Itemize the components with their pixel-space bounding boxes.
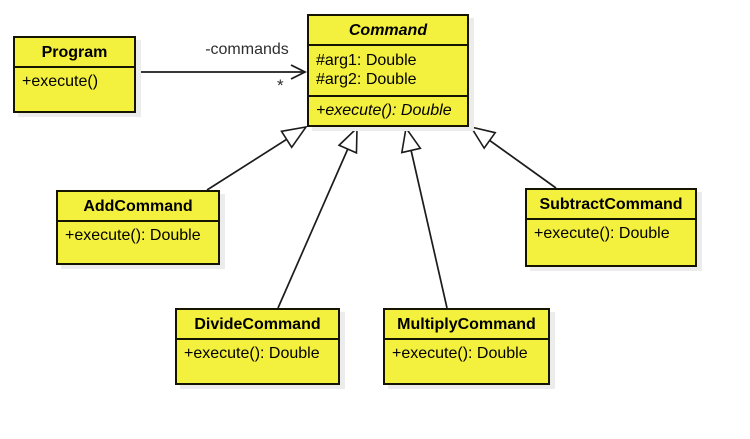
class-methods-section: +execute(): Double	[58, 222, 218, 263]
class-command[interactable]: Command #arg1: Double #arg2: Double +exe…	[307, 14, 469, 127]
association-multiplicity-label: *	[277, 76, 284, 95]
method-label: +execute(): Double	[316, 102, 452, 119]
class-attributes-section: #arg1: Double #arg2: Double	[309, 46, 467, 97]
class-title: AddCommand	[58, 192, 218, 222]
method-label: +execute(): Double	[534, 225, 670, 242]
class-title: DivideCommand	[177, 310, 338, 340]
inheritance-line-dividecommand	[277, 126, 358, 309]
class-methods-section: +execute(): Double	[309, 97, 467, 125]
class-program[interactable]: Program +execute()	[13, 36, 136, 113]
inheritance-line-subtractcommand	[469, 125, 557, 189]
class-methods-section: +execute()	[15, 68, 134, 111]
class-methods-section: +execute(): Double	[385, 340, 548, 383]
class-subtractcommand[interactable]: SubtractCommand +execute(): Double	[525, 188, 697, 267]
class-title: SubtractCommand	[527, 190, 695, 220]
method-label: +execute(): Double	[65, 227, 201, 244]
class-title: MultiplyCommand	[385, 310, 548, 340]
class-addcommand[interactable]: AddCommand +execute(): Double	[56, 190, 220, 265]
class-multiplycommand[interactable]: MultiplyCommand +execute(): Double	[383, 308, 550, 385]
class-title: Program	[15, 38, 134, 68]
class-title: Command	[309, 16, 467, 46]
method-label: +execute()	[22, 73, 99, 90]
method-label: +execute(): Double	[392, 345, 528, 362]
inheritance-line-multiplycommand	[400, 125, 448, 309]
attribute-label: #arg2: Double	[316, 71, 417, 88]
inheritance-line-addcommand	[206, 125, 308, 191]
attribute-label: #arg1: Double	[316, 52, 417, 69]
class-methods-section: +execute(): Double	[177, 340, 338, 383]
method-label: +execute(): Double	[184, 345, 320, 362]
class-dividecommand[interactable]: DivideCommand +execute(): Double	[175, 308, 340, 385]
association-role-label: -commands	[205, 41, 289, 58]
class-methods-section: +execute(): Double	[527, 220, 695, 265]
